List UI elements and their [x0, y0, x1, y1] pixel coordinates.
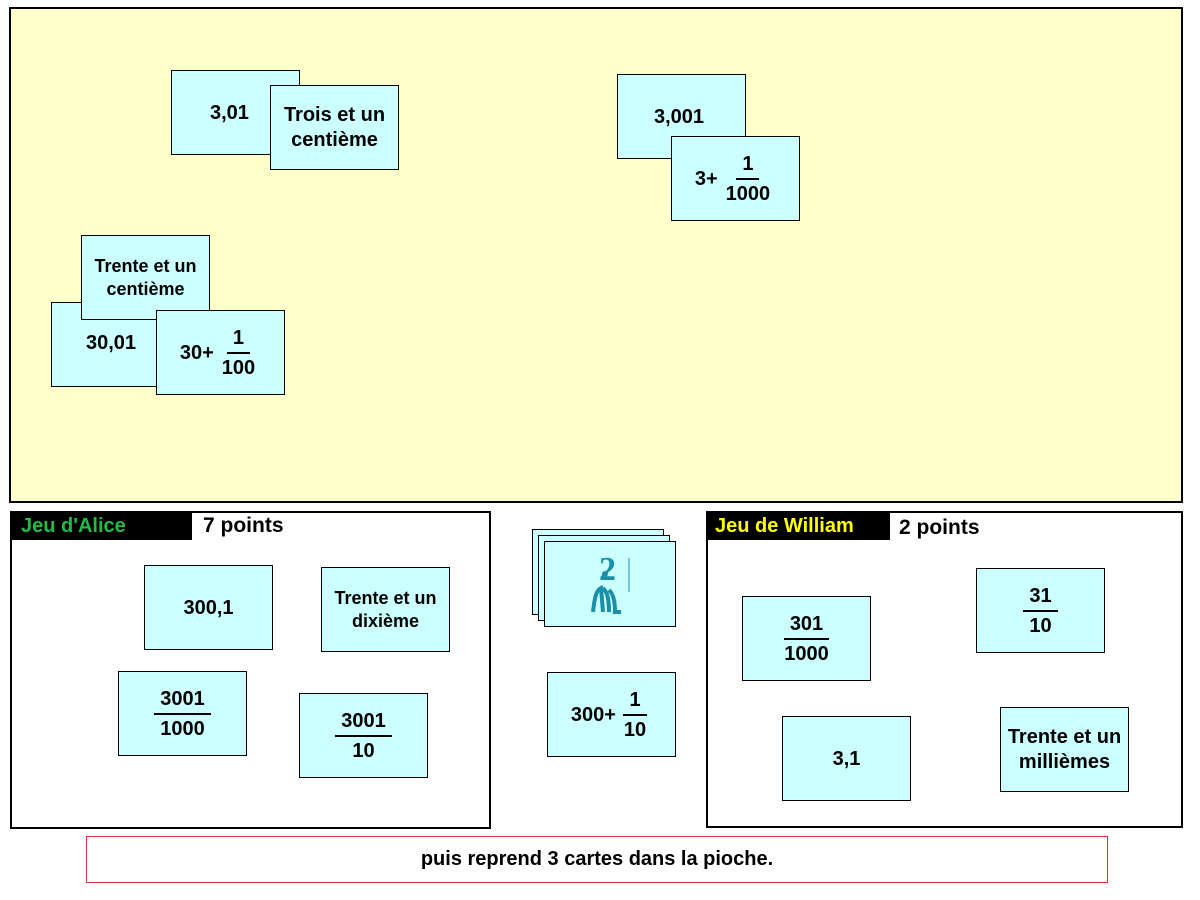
- fraction: 3001 10: [335, 710, 392, 762]
- numerator: 1: [736, 153, 760, 180]
- denominator: 100: [221, 356, 256, 379]
- alice-label: Jeu d'Alice: [11, 512, 192, 540]
- whole-part: 30: [179, 341, 203, 364]
- denominator: 10: [623, 718, 647, 741]
- card-text: 3,1: [832, 747, 861, 770]
- denominator: 10: [352, 739, 375, 762]
- card-text: 3,001: [654, 106, 705, 128]
- 2m-logo-icon: 2: [591, 551, 630, 614]
- numerator: 1: [226, 327, 251, 354]
- numerator: 301: [783, 613, 830, 640]
- denominator: 1000: [784, 642, 829, 665]
- card-text: Trente et un millièmes: [1007, 725, 1122, 773]
- card-fraction[interactable]: 30+ 1 100: [156, 310, 285, 395]
- card-text: Trente et un centième: [94, 255, 197, 299]
- denominator: 1000: [725, 182, 771, 205]
- alice-hand-panel: [10, 511, 491, 829]
- fraction: 1 1000: [720, 153, 777, 205]
- fraction: 31 10: [1023, 585, 1058, 637]
- numerator: 31: [1023, 585, 1058, 612]
- alice-card-decimal[interactable]: 300,1: [144, 565, 273, 650]
- drawn-card[interactable]: 300+ 1 10: [547, 672, 676, 757]
- card-words[interactable]: Trois et un centième: [270, 85, 399, 170]
- alice-card-fraction[interactable]: 3001 1000: [118, 671, 247, 756]
- plus-sign: +: [604, 703, 616, 726]
- whole-part: 300: [570, 703, 605, 726]
- william-card-fraction[interactable]: 31 10: [976, 568, 1105, 653]
- numerator: 3001: [335, 710, 392, 737]
- svg-text:2: 2: [599, 551, 616, 588]
- william-card-decimal[interactable]: 3,1: [782, 716, 911, 801]
- card-fraction[interactable]: 3+ 1 1000: [671, 136, 800, 221]
- william-card-fraction[interactable]: 301 1000: [742, 596, 871, 681]
- card-text: Trente et un dixième: [334, 587, 437, 631]
- plus-sign: +: [705, 167, 718, 190]
- alice-points: 7 points: [203, 514, 284, 537]
- whole-part: 3: [694, 167, 706, 190]
- card-text: 3,01: [210, 102, 249, 124]
- numerator: 1: [623, 689, 647, 716]
- instruction-message: puis reprend 3 cartes dans la pioche.: [86, 836, 1108, 883]
- fraction: 301 1000: [778, 613, 835, 665]
- card-text: 300,1: [183, 596, 234, 619]
- instruction-text: puis reprend 3 cartes dans la pioche.: [420, 848, 774, 870]
- card-words[interactable]: Trente et un centième: [81, 235, 210, 320]
- draw-pile[interactable]: 2: [544, 541, 676, 627]
- denominator: 10: [1029, 614, 1052, 637]
- william-card-words[interactable]: Trente et un millièmes: [1000, 707, 1129, 792]
- fraction: 3001 1000: [154, 688, 211, 740]
- plus-sign: +: [202, 341, 214, 364]
- fraction: 1 10: [618, 689, 652, 741]
- alice-card-words[interactable]: Trente et un dixième: [321, 567, 450, 652]
- numerator: 3001: [154, 688, 211, 715]
- denominator: 1000: [160, 717, 205, 740]
- alice-label-text: Jeu d'Alice: [21, 515, 126, 537]
- card-text: Trois et un centième: [283, 103, 386, 151]
- fraction: 1 100: [216, 327, 261, 379]
- william-label-text: Jeu de William: [715, 515, 854, 537]
- card-text: 30,01: [86, 332, 137, 354]
- william-points: 2 points: [899, 516, 980, 539]
- alice-card-fraction[interactable]: 3001 10: [299, 693, 428, 778]
- william-label: Jeu de William: [707, 512, 890, 540]
